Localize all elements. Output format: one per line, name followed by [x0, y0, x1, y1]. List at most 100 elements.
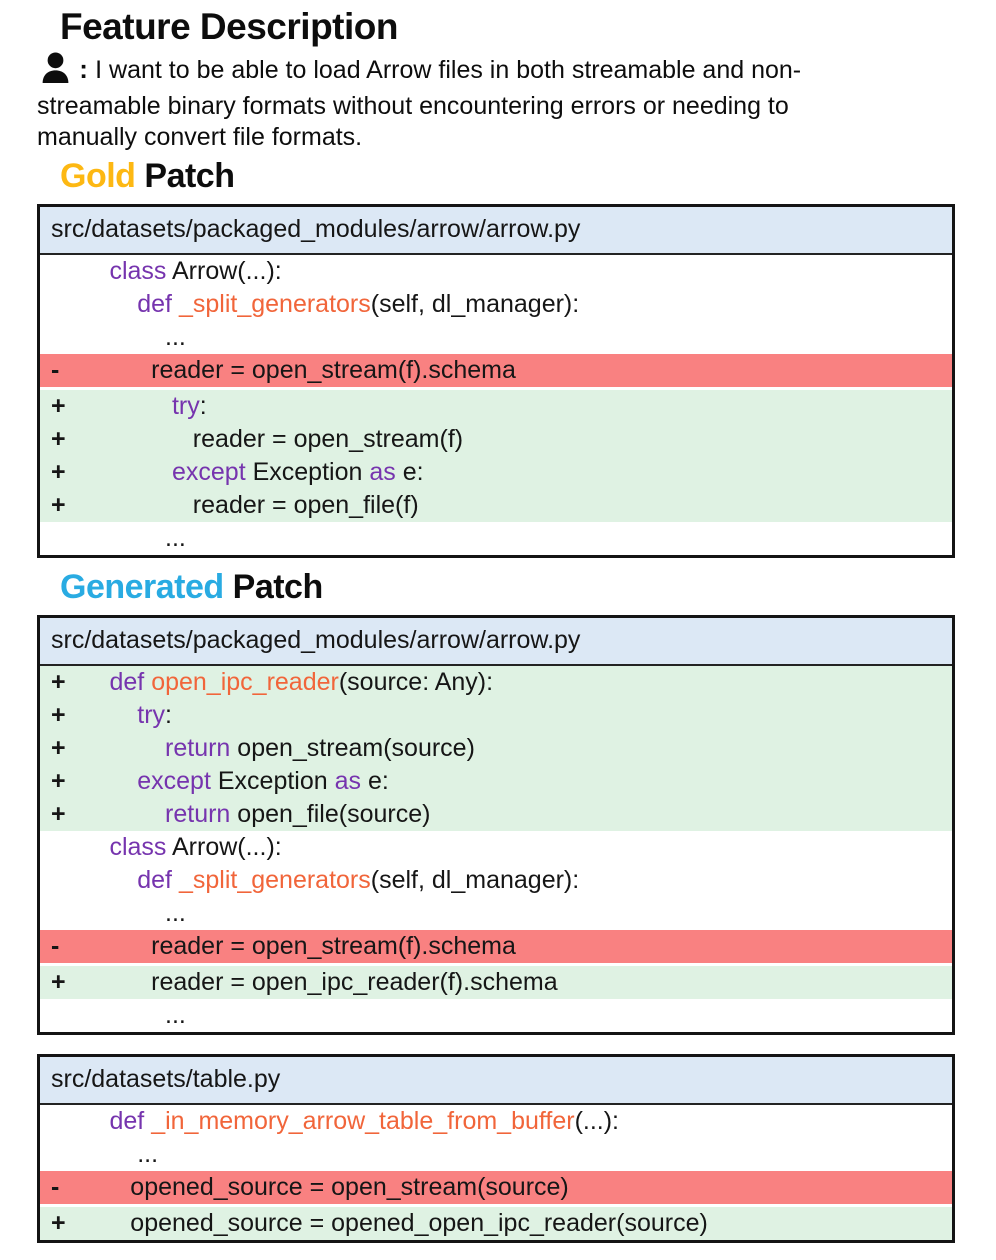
gold-label: Gold [60, 157, 136, 195]
diff-line-context: ... [40, 999, 952, 1032]
code-token: opened_source = opened_open_ipc_reader(s… [40, 1209, 708, 1237]
code-token: reader = open_file(f) [40, 491, 419, 519]
file-path-header: src/datasets/packaged_modules/arrow/arro… [40, 207, 952, 255]
code-text: return open_stream(source) [40, 734, 475, 762]
code-text: except Exception as e: [40, 458, 424, 486]
code-text: ... [40, 1140, 158, 1168]
code-token [172, 866, 179, 894]
code-token-fn: open_ipc_reader [151, 668, 339, 696]
code-token: ... [40, 1140, 159, 1168]
code-token [40, 1107, 109, 1135]
code-token [40, 833, 109, 861]
diff-line-context: ... [40, 1138, 952, 1171]
diff-sign: + [51, 392, 66, 420]
code-token: (self, dl_manager): [370, 290, 580, 318]
diff-line-added: + reader = open_file(f) [40, 489, 952, 522]
code-text: reader = open_stream(f) [40, 425, 463, 453]
generated-label-plain: Patch [232, 568, 324, 606]
code-token-fn: _split_generators [178, 866, 371, 894]
diff-sign: + [51, 425, 66, 453]
code-text: class Arrow(...): [40, 833, 281, 861]
code-token [40, 257, 109, 285]
gold-label-plain: Patch [144, 157, 235, 195]
diff-body: + def open_ipc_reader(source: Any):+ try… [40, 666, 952, 1032]
code-token-kw: except [171, 458, 246, 486]
diff-sign: + [51, 800, 66, 828]
diff-body: def _in_memory_arrow_table_from_buffer(.… [40, 1105, 952, 1240]
diff-line-added: + reader = open_stream(f) [40, 423, 952, 456]
diff-line-removed: - opened_source = open_stream(source) [40, 1171, 952, 1204]
code-token-kw: def [137, 290, 173, 318]
code-text: try: [40, 392, 207, 420]
code-text: class Arrow(...): [40, 257, 282, 285]
diff-line-added: + opened_source = opened_open_ipc_reader… [40, 1204, 952, 1240]
code-text: def _split_generators(self, dl_manager): [40, 290, 579, 318]
gold-patch-heading: Gold Patch [60, 157, 955, 196]
code-token: open_stream(source) [230, 734, 475, 762]
user-request-separator: : [79, 54, 88, 84]
diff-sign: + [51, 491, 66, 519]
diff-line-added: + try: [40, 387, 952, 423]
code-token: ... [40, 1001, 186, 1029]
code-text: return open_file(source) [40, 800, 430, 828]
user-request: : I want to be able to load Arrow files … [37, 52, 955, 153]
code-token: Arrow(...): [166, 257, 282, 285]
code-text: ... [40, 1001, 186, 1029]
code-token: (self, dl_manager): [370, 866, 580, 894]
file-path-header: src/datasets/packaged_modules/arrow/arro… [40, 618, 952, 666]
code-token: reader = open_stream(f).schema [40, 356, 516, 384]
code-token: ... [40, 323, 186, 351]
diff-line-added: + return open_file(source) [40, 798, 952, 831]
diff-sign: - [51, 356, 60, 384]
code-text: reader = open_stream(f).schema [40, 356, 516, 384]
code-text: try: [40, 701, 172, 729]
code-token: reader = open_ipc_reader(f).schema [40, 968, 558, 996]
code-text: opened_source = opened_open_ipc_reader(s… [40, 1209, 708, 1237]
diff-line-added: + return open_stream(source) [40, 732, 952, 765]
code-token: ... [40, 524, 186, 552]
diff-sign: + [51, 767, 66, 795]
diff-line-context: ... [40, 897, 952, 930]
diff-line-context: def _split_generators(self, dl_manager): [40, 288, 952, 321]
generated-label: Generated [60, 568, 224, 606]
code-token: : [199, 392, 207, 420]
code-token-kw: return [165, 800, 231, 828]
code-token: Exception [210, 767, 335, 795]
generated-blocks: src/datasets/packaged_modules/arrow/arro… [37, 615, 955, 1243]
diff-line-context: def _split_generators(self, dl_manager): [40, 864, 952, 897]
code-token: e: [361, 767, 389, 795]
code-token-kw: as [334, 767, 362, 795]
diff-body: class Arrow(...): def _split_generators(… [40, 255, 952, 555]
code-token-kw: def [109, 668, 145, 696]
diff-sign: + [51, 1209, 66, 1237]
code-token [40, 290, 137, 318]
code-token: (...): [574, 1107, 619, 1135]
code-token: reader = open_stream(f).schema [40, 932, 516, 960]
diff-line-added: + try: [40, 699, 952, 732]
diff-block: src/datasets/packaged_modules/arrow/arro… [37, 204, 955, 558]
code-token-fn: _split_generators [178, 290, 371, 318]
file-path-header: src/datasets/table.py [40, 1057, 952, 1105]
code-token: reader = open_stream(f) [40, 425, 464, 453]
code-text: ... [40, 524, 186, 552]
diff-line-removed: - reader = open_stream(f).schema [40, 354, 952, 387]
diff-line-added: + except Exception as e: [40, 456, 952, 489]
code-text: opened_source = open_stream(source) [40, 1173, 569, 1201]
code-token [172, 290, 179, 318]
diff-sign: - [51, 1173, 60, 1201]
diff-line-context: class Arrow(...): [40, 831, 952, 864]
diff-line-added: + reader = open_ipc_reader(f).schema [40, 963, 952, 999]
diff-line-context: ... [40, 321, 952, 354]
generated-patch-heading: Generated Patch [60, 568, 955, 607]
diff-sign: + [51, 668, 66, 696]
code-token-kw: except [137, 767, 211, 795]
code-token: opened_source = open_stream(source) [40, 1173, 569, 1201]
diff-sign: + [51, 968, 66, 996]
diff-block: src/datasets/table.py def _in_memory_arr… [37, 1054, 955, 1243]
diff-block: src/datasets/packaged_modules/arrow/arro… [37, 615, 955, 1035]
code-token: e: [395, 458, 424, 486]
code-text: reader = open_stream(f).schema [40, 932, 516, 960]
diff-line-removed: - reader = open_stream(f).schema [40, 930, 952, 963]
code-token-kw: class [109, 257, 167, 285]
